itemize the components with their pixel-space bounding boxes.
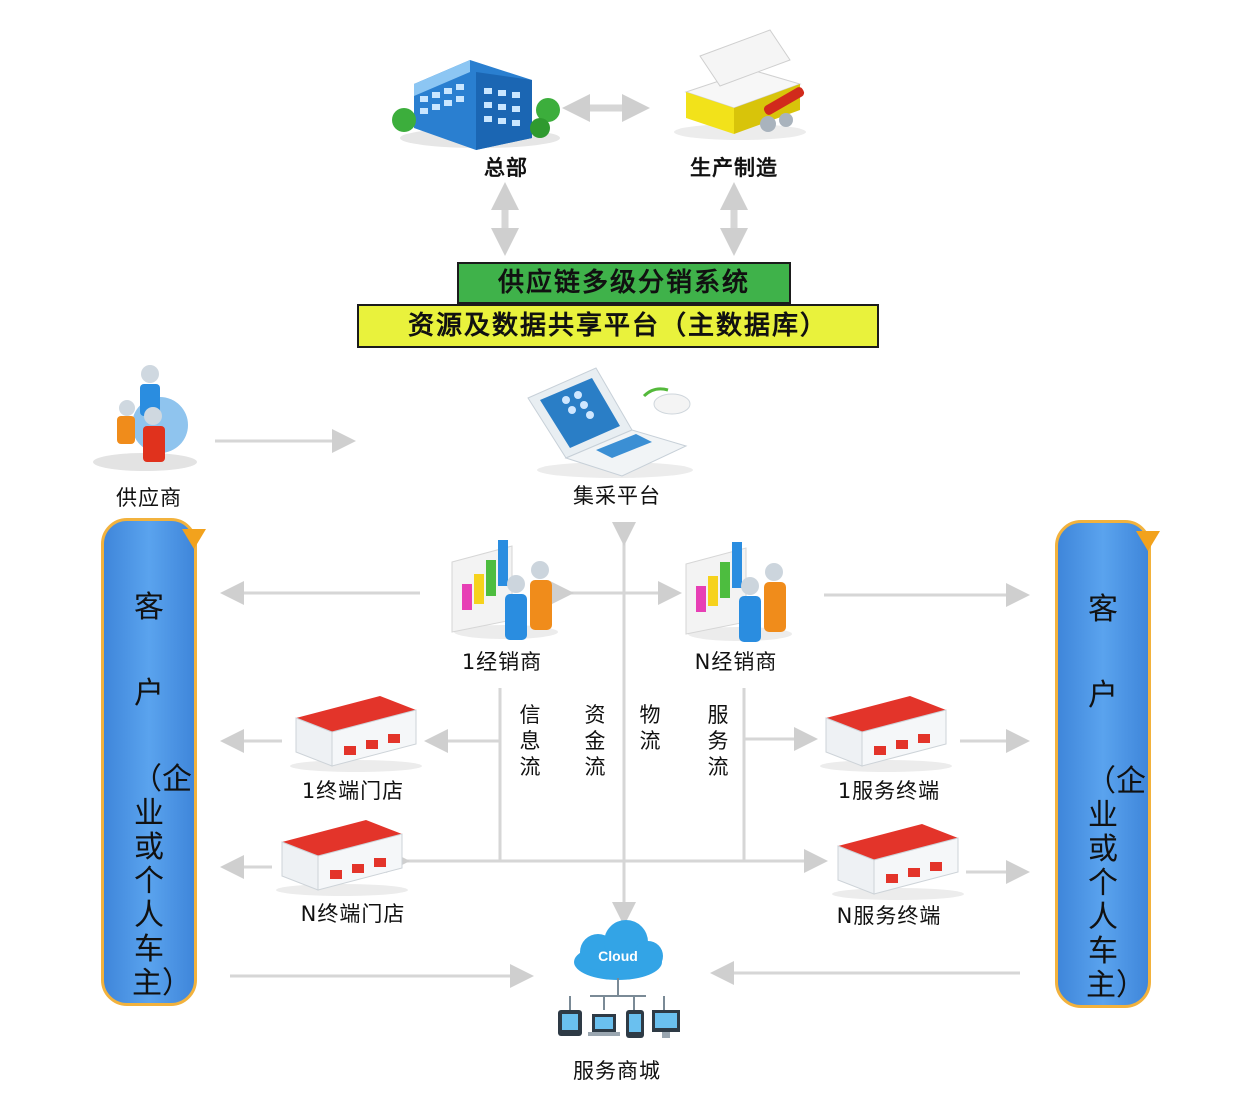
customer-line1: 客 bbox=[1088, 592, 1118, 627]
left-customer-panel: 客 户 （企业或个人车主） bbox=[101, 518, 206, 1006]
procurement-platform-label: 集采平台 bbox=[573, 484, 661, 508]
serviceN-icon bbox=[832, 824, 964, 900]
manufacturing-label: 生产制造 bbox=[690, 156, 778, 180]
right-customer-panel: 客 户 （企业或个人车主） bbox=[1055, 520, 1160, 1008]
cloud-label: Cloud bbox=[598, 948, 638, 964]
distributor1-label: 1经销商 bbox=[461, 650, 543, 674]
service-terminalN-label: N服务终端 bbox=[836, 904, 942, 928]
store1-icon bbox=[290, 696, 422, 772]
storeN-icon bbox=[276, 820, 408, 896]
service-mall-label: 服务商城 bbox=[573, 1059, 661, 1083]
funds-flow-label: 资金流 bbox=[584, 703, 606, 779]
toolbox-icon bbox=[674, 29, 806, 140]
supply-chain-system-banner: 供应链多级分销系统 bbox=[457, 262, 791, 304]
logistics-flow-label: 物流 bbox=[639, 703, 661, 753]
hq-label: 总部 bbox=[484, 156, 528, 180]
distributorN-chart-people-icon bbox=[685, 542, 792, 642]
service-terminal1-label: 1服务终端 bbox=[837, 779, 941, 803]
customer-line3: （企业或个人车主） bbox=[1086, 764, 1146, 1003]
customer-line1: 客 bbox=[134, 590, 164, 625]
corner-marker-icon bbox=[1136, 531, 1160, 551]
supplier-people-icon bbox=[93, 365, 197, 471]
corner-marker-icon bbox=[182, 529, 206, 549]
service1-icon bbox=[820, 696, 952, 772]
cloud-icon: Cloud bbox=[558, 920, 680, 1038]
hq-building-icon bbox=[392, 60, 560, 150]
customer-line2: 户 bbox=[1088, 678, 1118, 713]
customer-line3: （企业或个人车主） bbox=[132, 762, 192, 1001]
info-flow-label: 信息流 bbox=[519, 703, 541, 779]
supplier-label: 供应商 bbox=[116, 486, 182, 510]
distributor1-chart-people-icon bbox=[451, 540, 558, 640]
terminal-storeN-label: N终端门店 bbox=[300, 902, 406, 926]
data-platform-banner: 资源及数据共享平台（主数据库） bbox=[357, 304, 879, 348]
laptop-icon bbox=[527, 367, 693, 478]
customer-line2: 户 bbox=[134, 676, 164, 711]
terminal-store1-label: 1终端门店 bbox=[301, 779, 405, 803]
service-flow-label: 服务流 bbox=[707, 703, 729, 779]
distributorN-label: N经销商 bbox=[694, 650, 778, 674]
